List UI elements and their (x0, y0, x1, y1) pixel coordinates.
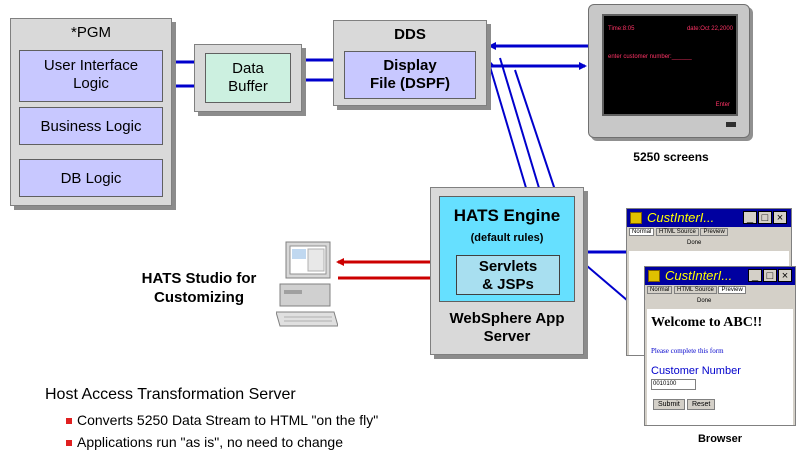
browser-back-title: CustInterI... (647, 210, 715, 225)
arrow-engine-to-dspf (485, 58, 533, 209)
browser-front-done: Done (697, 298, 712, 304)
ui-logic-line2: Logic (73, 75, 109, 92)
browser-caption: Browser (697, 433, 743, 445)
terminal-date: date:Oct 22,2000 (686, 26, 733, 32)
footer-heading: Host Access Transformation Server (45, 386, 296, 403)
footer-bullet-2-text: Applications run "as is", no need to cha… (77, 434, 343, 450)
display-file-line2: File (DSPF) (369, 75, 450, 92)
db-logic-label: DB Logic (60, 170, 122, 187)
servlets-box: Servlets & JSPs (456, 255, 560, 295)
business-logic-box: Business Logic (19, 107, 163, 145)
browser-front-page: Welcome to ABC!! Please complete this fo… (647, 309, 793, 425)
terminal-5250: Time:8:05 date:Oct 22,2000 enter custome… (588, 4, 750, 144)
minimize-icon[interactable]: _ (743, 211, 757, 224)
browser-back-tabs: Normal HTML Source Preview (629, 228, 728, 236)
websphere-line1: WebSphere App (449, 310, 565, 327)
pgm-title: *PGM (70, 24, 111, 41)
servlets-line1: Servlets (478, 258, 538, 275)
studio-label-line2: Customizing (154, 289, 244, 306)
close-icon[interactable]: × (773, 211, 787, 224)
data-buffer-line2: Buffer (228, 78, 268, 95)
data-buffer-outer: Data Buffer (194, 44, 302, 112)
servlets-line2: & JSPs (482, 276, 534, 293)
arrow-dspf-to-engine (499, 57, 548, 210)
dds-box: DDS Display File (DSPF) (333, 20, 487, 106)
terminal-slot (726, 122, 736, 127)
terminal-caption: 5250 screens (633, 150, 709, 164)
ui-logic-line1: User Interface (43, 57, 139, 74)
link-dspf-engine-3 (514, 69, 561, 206)
business-logic-label: Business Logic (40, 118, 142, 135)
maximize-icon[interactable]: □ (763, 269, 777, 282)
display-file-line1: Display (383, 57, 437, 74)
reset-button[interactable]: Reset (687, 399, 716, 410)
websphere-line2: Server (483, 328, 531, 345)
browser-front-title: CustInterI... (665, 268, 733, 283)
tab-normal[interactable]: Normal (629, 228, 655, 236)
data-buffer-box: Data Buffer (205, 53, 291, 103)
terminal-time: Time:8:05 (608, 26, 635, 32)
tab-normal[interactable]: Normal (647, 286, 673, 294)
data-buffer-line1: Data (232, 60, 264, 77)
footer-bullet-2: Applications run "as is", no need to cha… (66, 434, 343, 450)
tab-preview[interactable]: Preview (700, 228, 728, 236)
browser-back-app-icon (630, 212, 642, 224)
studio-label-line1: HATS Studio for (141, 270, 257, 287)
hats-engine-title: HATS Engine (453, 206, 561, 225)
dds-title: DDS (394, 26, 426, 43)
terminal-prompt: enter customer number:______ (608, 54, 692, 60)
customer-number-input[interactable]: 0010100 (651, 379, 696, 390)
tab-preview[interactable]: Preview (718, 286, 746, 294)
tab-html-source[interactable]: HTML Source (656, 228, 699, 236)
ui-logic-box: User Interface Logic (19, 50, 163, 102)
browser-back-done: Done (687, 240, 702, 246)
maximize-icon[interactable]: □ (758, 211, 772, 224)
close-icon[interactable]: × (778, 269, 792, 282)
submit-button[interactable]: Submit (653, 399, 685, 410)
browser-front-app-icon (648, 270, 660, 282)
welcome-heading: Welcome to ABC!! (651, 315, 763, 330)
footer-bullet-1: Converts 5250 Data Stream to HTML "on th… (66, 412, 378, 428)
studio-pc-icon (276, 241, 338, 327)
customer-number-label: Customer Number (651, 365, 741, 377)
footer-bullet-1-text: Converts 5250 Data Stream to HTML "on th… (77, 412, 379, 428)
tab-html-source[interactable]: HTML Source (674, 286, 717, 294)
terminal-enter: Enter (715, 102, 730, 108)
display-file-box: Display File (DSPF) (344, 51, 476, 99)
browser-front-tabs: Normal HTML Source Preview (647, 286, 746, 294)
websphere-server-box: HATS Engine (default rules) Servlets & J… (430, 187, 584, 355)
browser-window-front: CustInterI... _ □ × Normal HTML Source P… (644, 266, 796, 426)
bullet-icon (66, 440, 72, 447)
db-logic-box: DB Logic (19, 159, 163, 197)
bullet-icon (66, 418, 72, 425)
minimize-icon[interactable]: _ (748, 269, 762, 282)
hats-engine-sub: (default rules) (470, 232, 544, 244)
form-instruction: Please complete this form (651, 347, 724, 355)
hats-engine-box: HATS Engine (default rules) Servlets & J… (439, 196, 575, 302)
pgm-box: *PGM User Interface Logic Business Logic… (10, 18, 172, 206)
terminal-screen: Time:8:05 date:Oct 22,2000 enter custome… (602, 14, 738, 116)
